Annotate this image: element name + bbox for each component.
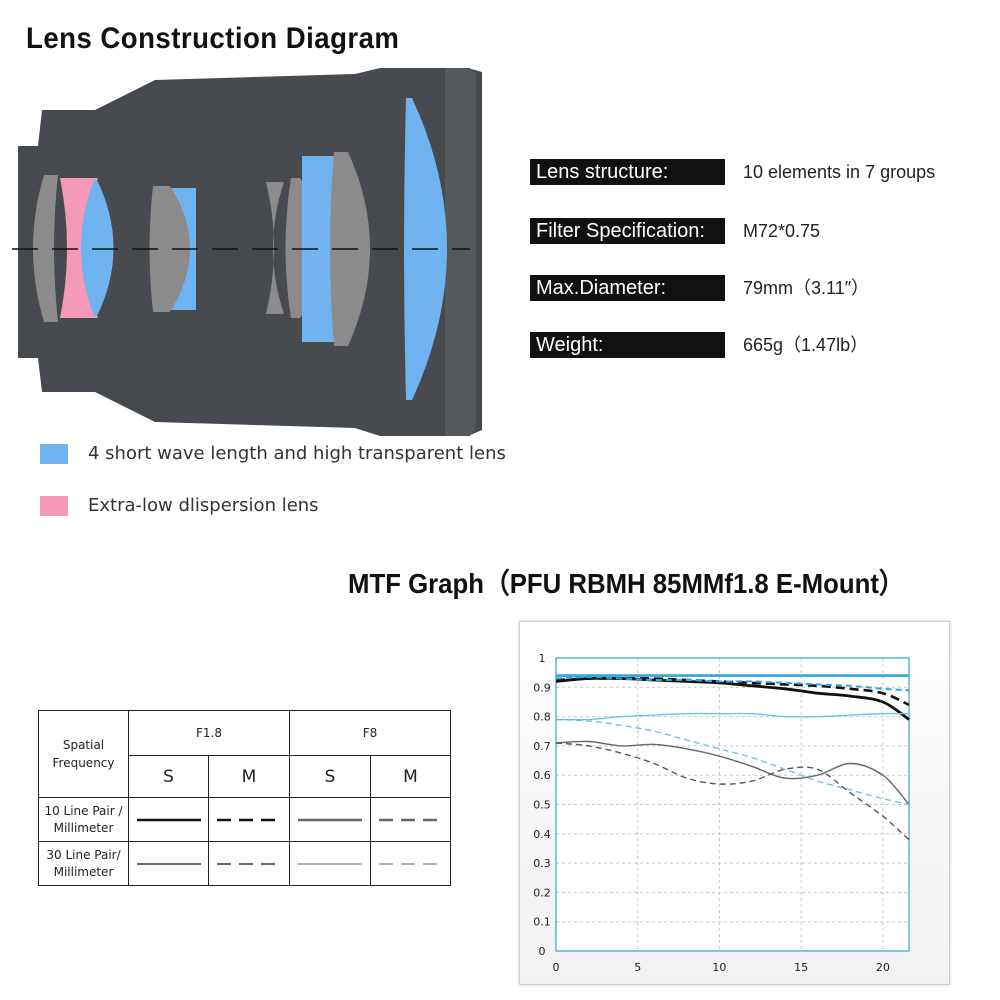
x-tick-label: 20	[876, 961, 890, 974]
key-sample-10-f18-m	[208, 797, 290, 842]
lens-barrel	[18, 68, 482, 436]
key-col-m-f18: M	[208, 755, 290, 798]
y-tick-label: 0.3	[533, 857, 551, 870]
sample-line	[136, 818, 201, 821]
y-tick-label: 0.9	[533, 681, 551, 694]
lens-element-5	[149, 186, 190, 312]
mtf-series-line-7	[555, 718, 910, 806]
lens-element-2-ed	[60, 178, 98, 318]
lens-element-1	[33, 175, 58, 322]
mtf-series-line-4	[555, 740, 910, 805]
y-tick-label: 0.6	[533, 769, 551, 782]
sample-line	[136, 862, 201, 865]
key-sample-30-f18-m	[208, 841, 290, 886]
barrel-body	[18, 68, 482, 436]
mtf-series-line-3	[555, 675, 910, 692]
spec-label-weight: Weight:	[530, 332, 725, 358]
key-aperture-f8: F8	[288, 710, 452, 756]
y-tick-label: 0.7	[533, 740, 551, 753]
spec-value-filter: M72*0.75	[743, 221, 821, 241]
mtf-key-table: Spatial Frequency F1.8 F8 S M S M 10 Lin…	[38, 710, 452, 886]
key-col-m-f8: M	[369, 755, 452, 798]
mtf-series-line-5	[555, 742, 910, 841]
spec-value-structure: 10 elements in 7 groups	[743, 162, 936, 182]
lens-element-3	[81, 180, 114, 316]
spec-value-diameter: 79mm（3.11″）	[743, 278, 870, 298]
legend-text-ed: Extra-low dlispersion lens	[88, 495, 319, 516]
mtf-series-line-6	[555, 712, 910, 721]
key-col-s-f18: S	[128, 755, 209, 798]
lens-element-6	[266, 182, 284, 314]
spec-value-weight: 665g（1.47lb）	[743, 335, 869, 355]
legend-swatch-blue	[40, 444, 68, 464]
y-tick-label: 0.1	[533, 916, 551, 929]
y-tick-label: 0.2	[533, 886, 551, 899]
sample-line	[217, 862, 281, 865]
key-sample-10-f8-s	[289, 797, 371, 842]
lens-construction-diagram	[12, 68, 482, 436]
spec-label-structure: Lens structure:	[530, 159, 725, 185]
legend-text-short-wave: 4 short wave length and high transparent…	[88, 443, 506, 464]
key-header-text: Spatial Frequency	[52, 738, 115, 770]
y-tick-label: 0.4	[533, 828, 551, 841]
mtf-title: MTF Graph（PFU RBMH 85MMf1.8 E-Mount）	[348, 568, 905, 599]
key-sample-30-f18-s	[128, 841, 209, 886]
spec-row-filter: Filter Specification: M72*0.75	[530, 218, 970, 244]
spec-row-structure: Lens structure: 10 elements in 7 groups	[530, 159, 970, 185]
sample-line	[378, 862, 443, 865]
key-sample-30-f8-s	[289, 841, 371, 886]
key-aperture-f18: F1.8	[128, 710, 290, 756]
key-sample-10-f8-m	[369, 797, 452, 842]
key-header-spatial: Spatial Frequency	[38, 710, 129, 798]
key-col-s-f8: S	[289, 755, 371, 798]
key-row-10lp-text: 10 Line Pair / Millimeter	[44, 803, 123, 835]
spec-label-filter: Filter Specification:	[530, 218, 725, 244]
y-tick-label: 1	[539, 652, 546, 665]
key-row-30lp: 30 Line Pair/ Millimeter	[38, 841, 129, 886]
spec-row-diameter: Max.Diameter: 79mm（3.11″）	[530, 275, 970, 301]
x-tick-label: 15	[794, 961, 808, 974]
key-row-10lp: 10 Line Pair / Millimeter	[38, 797, 129, 842]
barrel-front-ring	[445, 68, 476, 436]
diagram-title: Lens Construction Diagram	[26, 22, 400, 55]
sample-line	[298, 818, 362, 821]
y-tick-label: 0.8	[533, 711, 551, 724]
y-tick-label: 0	[539, 945, 546, 958]
x-tick-label: 5	[634, 961, 641, 974]
key-sample-10-f18-s	[128, 797, 209, 842]
sample-line	[298, 862, 362, 865]
spec-row-weight: Weight: 665g（1.47lb）	[530, 332, 970, 358]
y-tick-label: 0.5	[533, 799, 551, 812]
x-tick-label: 10	[712, 961, 726, 974]
spec-label-diameter: Max.Diameter:	[530, 275, 725, 301]
sample-line	[217, 818, 281, 821]
key-sample-30-f8-m	[369, 841, 452, 886]
x-tick-label: 0	[553, 961, 560, 974]
sample-line	[378, 818, 443, 821]
key-row-30lp-text: 30 Line Pair/ Millimeter	[46, 847, 121, 879]
legend-swatch-pink	[40, 496, 68, 516]
